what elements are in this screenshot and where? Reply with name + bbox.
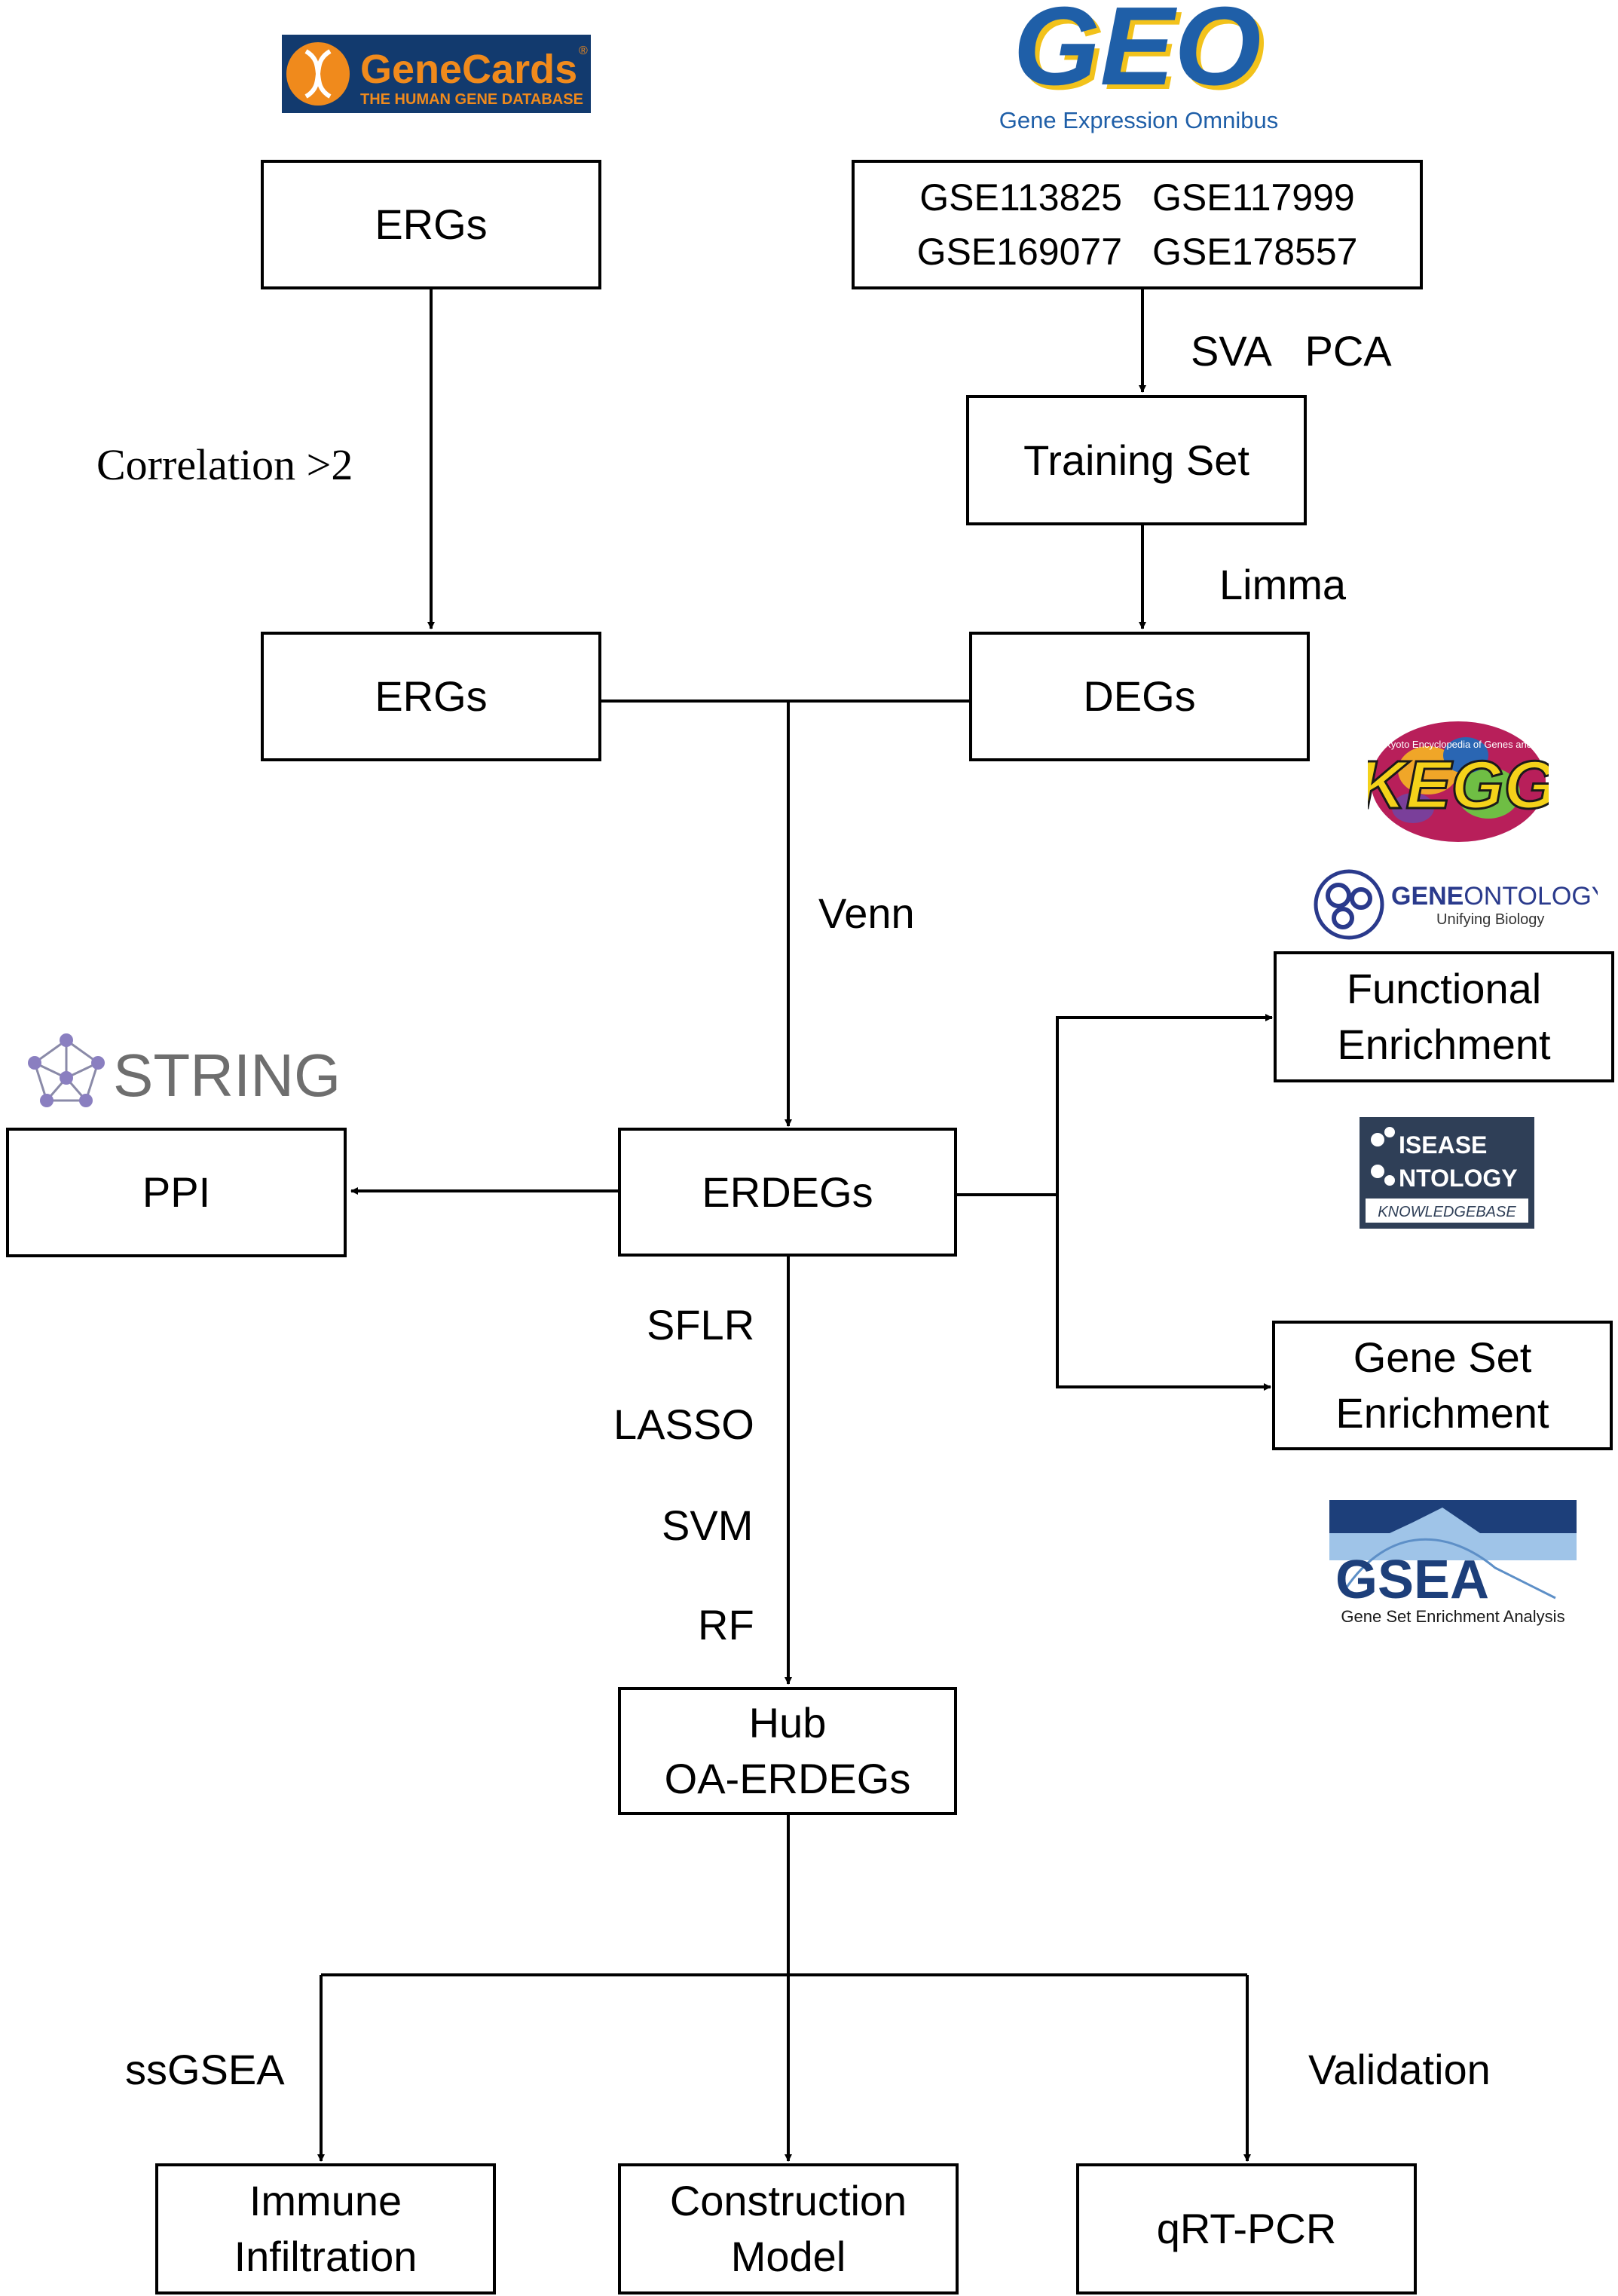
svg-text:GENEONTOLOGY: GENEONTOLOGY	[1391, 882, 1598, 911]
string-logo: STRING	[28, 1033, 341, 1109]
svg-text:GeneCards: GeneCards	[360, 47, 577, 92]
node-erdegs: ERDEGs	[618, 1128, 957, 1257]
network-icon	[33, 1039, 99, 1102]
svg-text:KNOWLEDGEBASE: KNOWLEDGEBASE	[1378, 1204, 1516, 1220]
edge-to-gene-set	[1056, 1195, 1271, 1391]
node-ergs-mid: ERGs	[261, 632, 601, 761]
gse-id: GSE178557	[1152, 231, 1358, 273]
node-hub-oa-erdegs: Hub OA-ERDEGs	[618, 1687, 957, 1815]
label-venn: Venn	[818, 889, 915, 937]
node-gene-set-enrichment: Gene Set Enrichment	[1272, 1321, 1613, 1450]
gse-id: GSE113825	[919, 176, 1122, 219]
svg-text:Kyoto Encyclopedia of Genes an: Kyoto Encyclopedia of Genes and Genomes	[1384, 739, 1549, 750]
svg-text:®: ®	[579, 44, 588, 57]
gsea-logo: GSEA Gene Set Enrichment Analysis	[1329, 1500, 1577, 1626]
node-functional-enrichment: Functional Enrichment	[1274, 951, 1614, 1082]
svg-text:GSEA: GSEA	[1335, 1550, 1489, 1610]
svg-text:THE HUMAN GENE DATABASE: THE HUMAN GENE DATABASE	[360, 91, 583, 108]
disease-ontology-logo: ISEASE NTOLOGY KNOWLEDGEBASE	[1360, 1117, 1534, 1229]
node-ppi: PPI	[6, 1128, 347, 1257]
node-degs: DEGs	[969, 632, 1310, 761]
node-construction-model: Construction Model	[618, 2163, 959, 2294]
molecule-icon	[1371, 1127, 1395, 1186]
label-sva-pca: SVA PCA	[1191, 327, 1392, 375]
svg-text:GEO: GEO	[1018, 0, 1266, 113]
svg-text:ISEASE: ISEASE	[1399, 1131, 1487, 1159]
geo-logo: GEO GEO Gene Expression Omnibus	[999, 0, 1278, 133]
gene-ontology-logo: GENEONTOLOGY Unifying Biology	[1314, 869, 1598, 940]
svg-text:STRING: STRING	[113, 1042, 341, 1109]
edge-to-functional	[1056, 1014, 1273, 1387]
gse-id: GSE169077	[916, 231, 1122, 273]
node-ergs-top: ERGs	[261, 160, 601, 289]
svg-text:NTOLOGY: NTOLOGY	[1399, 1165, 1518, 1192]
label-sflr: SFLR	[647, 1301, 755, 1349]
svg-text:GEO: GEO	[1014, 0, 1262, 109]
label-correlation: Correlation >2	[96, 440, 353, 489]
kegg-logo: KEGG Kyoto Encyclopedia of Genes and Gen…	[1368, 721, 1549, 842]
node-qrt-pcr: qRT-PCR	[1076, 2163, 1417, 2294]
svg-text:Gene Expression Omnibus: Gene Expression Omnibus	[999, 107, 1278, 133]
genecards-logo: GeneCards ® THE HUMAN GENE DATABASE	[282, 35, 591, 113]
svg-text:KEGG: KEGG	[1368, 748, 1549, 823]
svg-text:Gene Set Enrichment Analysis: Gene Set Enrichment Analysis	[1341, 1607, 1564, 1626]
label-validation: Validation	[1308, 2046, 1491, 2093]
svg-text:Unifying Biology: Unifying Biology	[1436, 911, 1544, 928]
node-training-set: Training Set	[966, 395, 1307, 525]
label-ssgsea: ssGSEA	[125, 2046, 285, 2093]
label-limma: Limma	[1219, 561, 1347, 608]
label-svm: SVM	[662, 1502, 754, 1549]
node-immune-infiltration: Immune Infiltration	[155, 2163, 496, 2294]
label-rf: RF	[698, 1601, 754, 1649]
label-lasso: LASSO	[613, 1401, 754, 1448]
node-gse-datasets: GSE113825 GSE117999 GSE169077 GSE178557	[852, 160, 1423, 289]
gse-id: GSE117999	[1152, 176, 1355, 219]
